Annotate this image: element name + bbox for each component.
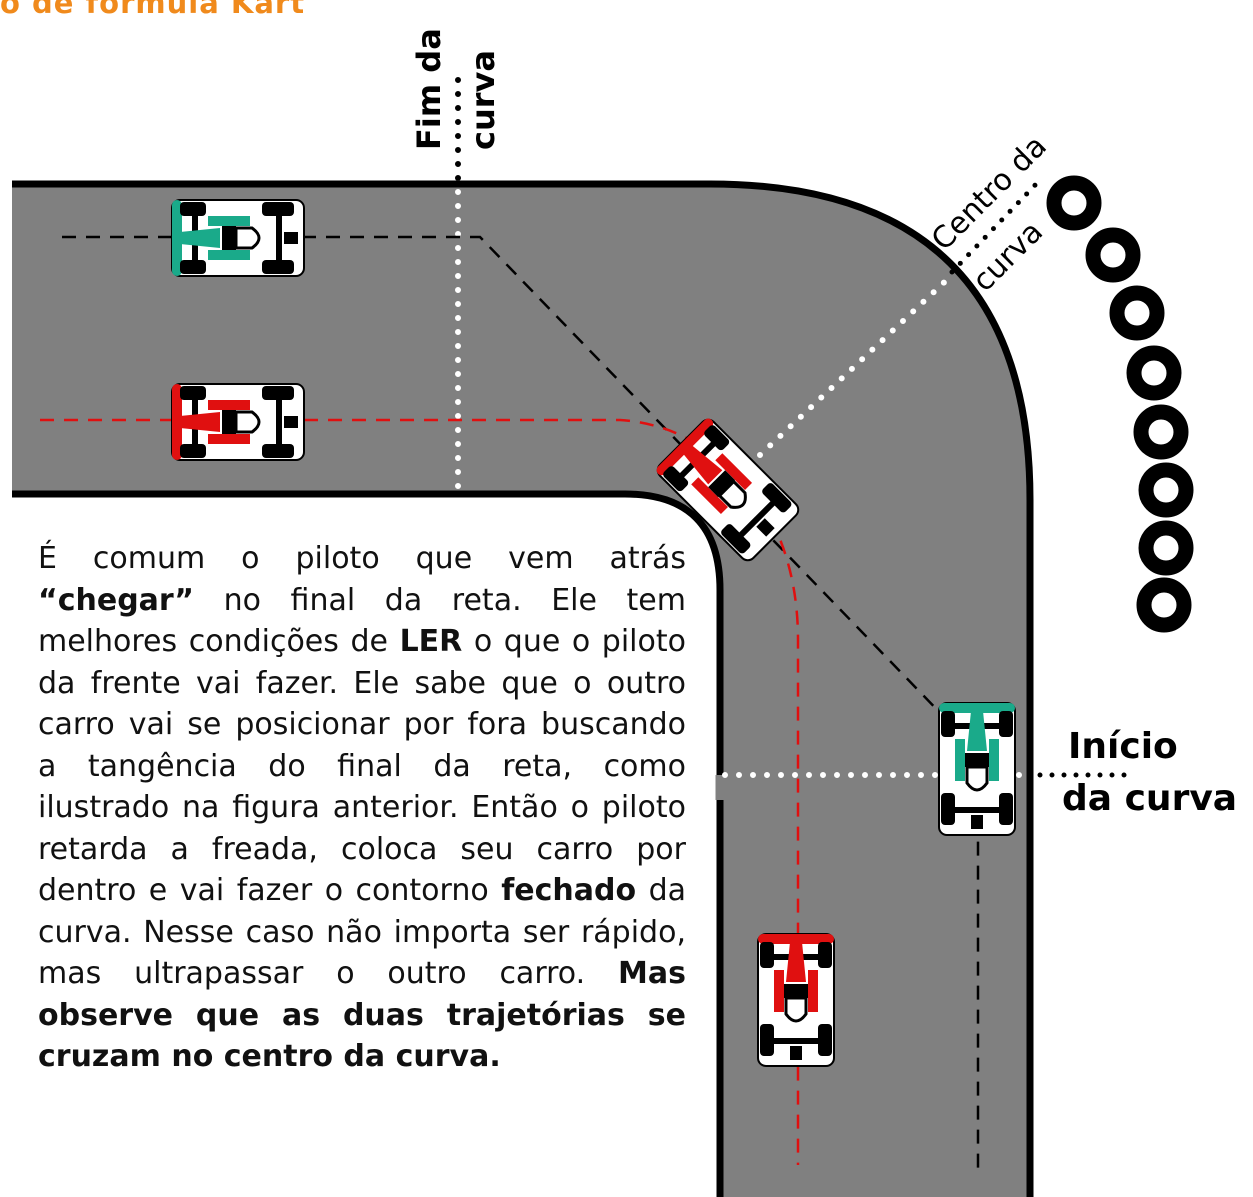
explanation-paragraph: É comum o piloto que vem atrás “chegar” … [38,541,686,1074]
kart-icon [937,701,1017,837]
tire-barrier-icon [1046,175,1194,633]
kart-icon [756,932,836,1068]
start-curve-label: Início da curva [1062,726,1237,819]
kart-icon [170,198,306,278]
center-curve-line [757,272,955,458]
svg-text:Fim da: Fim da [410,28,448,150]
kart-icon [170,382,306,462]
track-outer-border [12,180,1034,1197]
svg-text:da curva: da curva [1062,778,1237,819]
end-curve-label: Fim da curva [410,28,502,150]
svg-text:curva: curva [464,50,502,150]
page-header: o de formula Kart [0,0,306,20]
track-inner-border [12,490,724,1197]
svg-text:Início: Início [1068,726,1178,767]
